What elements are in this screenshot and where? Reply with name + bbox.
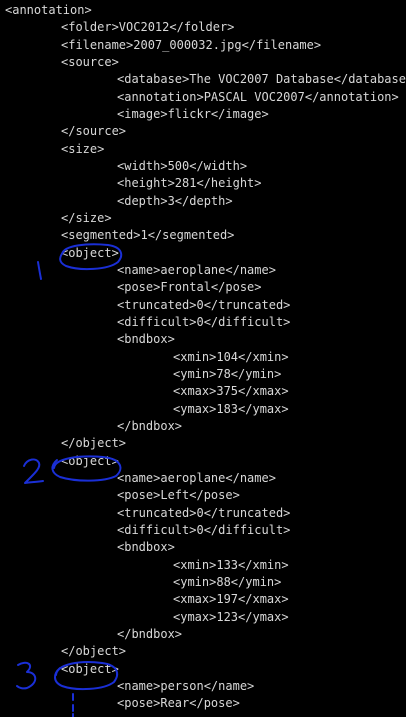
object-tag-line: <object> — [61, 661, 119, 676]
code-line: <pose>Left</pose> — [117, 488, 240, 503]
code-line: <truncated>0</truncated> — [117, 505, 291, 520]
ink-numeral-1 — [37, 261, 42, 280]
code-line: <height>281</height> — [117, 176, 262, 191]
code-line: <size> — [61, 141, 105, 156]
code-line: <truncated>0</truncated> — [117, 297, 291, 312]
object-tag-line: <object> — [61, 453, 119, 468]
code-line: </bndbox> — [117, 626, 183, 641]
code-line: <ymax>183</ymax> — [173, 401, 289, 416]
code-line: <bndbox> — [117, 332, 175, 347]
code-line: <ymin>78</ymin> — [173, 366, 282, 381]
code-line: <annotation> — [5, 3, 92, 17]
ink-numeral-2 — [23, 458, 44, 484]
code-line: <source> — [61, 54, 119, 69]
code-line: <name>aeroplane</name> — [117, 262, 276, 277]
code-line: <depth>3</depth> — [117, 193, 233, 208]
code-line: <segmented>1</segmented> — [61, 228, 235, 243]
code-line: <xmax>375</xmax> — [173, 384, 289, 399]
code-line: </object> — [61, 644, 127, 659]
code-line: </source> — [61, 124, 127, 139]
object-tag-line: <object> — [61, 245, 119, 260]
code-line: <difficult>0</difficult> — [117, 522, 291, 537]
code-line: <pose>Frontal</pose> — [117, 280, 262, 295]
code-line: <name>aeroplane</name> — [117, 470, 276, 485]
code-line: <pose>Rear</pose> — [117, 696, 240, 711]
code-line: <ymin>88</ymin> — [173, 574, 282, 589]
code-line: </object> — [61, 436, 127, 451]
code-line: <image>flickr</image> — [117, 106, 269, 121]
code-line: <name>person</name> — [117, 678, 255, 693]
code-line: <difficult>0</difficult> — [117, 314, 291, 329]
code-line: <xmin>133</xmin> — [173, 557, 289, 572]
code-line: <database>The VOC2007 Database</database… — [117, 72, 406, 87]
code-line: </bndbox> — [117, 418, 183, 433]
code-line: <folder>VOC2012</folder> — [61, 20, 235, 35]
code-line: <ymax>123</ymax> — [173, 609, 289, 624]
code-line: <filename>2007_000032.jpg</filename> — [61, 37, 322, 52]
code-line: <bndbox> — [117, 540, 175, 555]
code-line: </size> — [61, 210, 112, 225]
code-line: <xmin>104</xmin> — [173, 349, 289, 364]
code-line: <annotation>PASCAL VOC2007</annotation> — [117, 89, 399, 104]
ink-numeral-3 — [16, 661, 37, 690]
code-line: <xmax>197</xmax> — [173, 592, 289, 607]
code-line: <width>500</width> — [117, 158, 248, 173]
